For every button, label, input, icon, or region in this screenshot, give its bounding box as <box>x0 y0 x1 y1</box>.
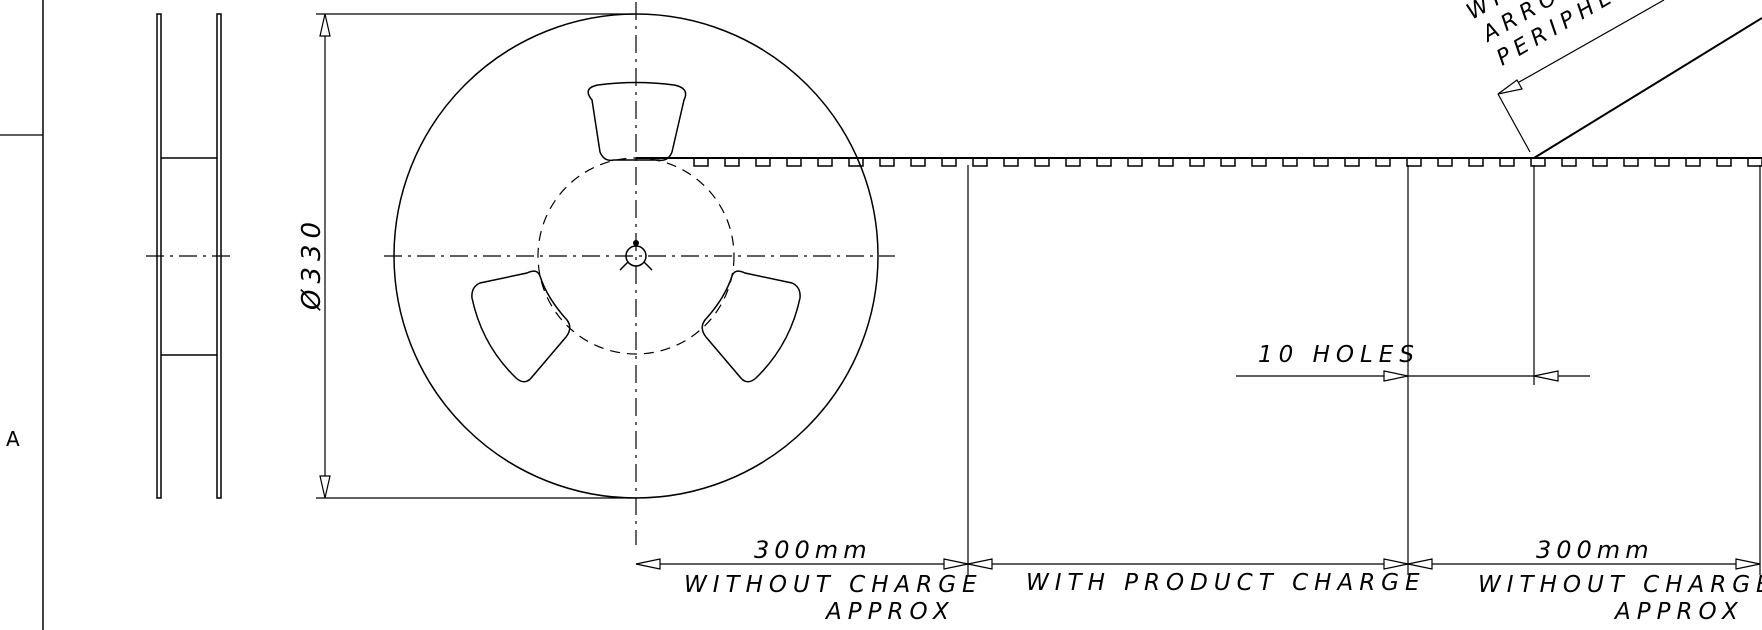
tape-pocket <box>1592 158 1608 167</box>
tape-pocket <box>1003 158 1019 167</box>
diameter-dimension <box>316 13 634 499</box>
tape-pocket <box>693 158 709 167</box>
reel-window-top <box>587 81 687 162</box>
tape-pocket <box>1220 158 1236 167</box>
left-leader-note: WITHOUT CHARGE <box>684 572 983 598</box>
tape-pocket <box>1375 158 1391 167</box>
tape-pocket <box>786 158 802 167</box>
tape-pocket <box>879 158 895 167</box>
right-leader-note: WITHOUT CHARGE <box>1478 572 1762 598</box>
tape-length-dimensions <box>635 558 1761 570</box>
top-right-leader <box>1497 0 1665 153</box>
diameter-label: Ø330 <box>297 216 327 311</box>
tape-pocket <box>1313 158 1329 167</box>
holes-dimension <box>1236 370 1590 382</box>
tape-pocket <box>848 158 864 167</box>
left-leader-length: 300mm <box>754 536 872 564</box>
tape-pocket <box>1034 158 1050 167</box>
tape-pocket <box>1561 158 1577 167</box>
middle-note: WITH PRODUCT CHARGE <box>1026 570 1426 596</box>
right-leader-approx: APPROX <box>1613 599 1744 625</box>
tape-pocket <box>1158 158 1174 167</box>
tape-pocket <box>1437 158 1453 167</box>
left-leader-approx: APPROX <box>824 599 955 625</box>
carrier-tape <box>636 17 1762 167</box>
reel-front-view <box>384 2 895 545</box>
tape-pocket <box>1065 158 1081 167</box>
reel-side-view <box>146 13 232 499</box>
tape-pocket <box>1251 158 1267 167</box>
tape-pocket <box>1189 158 1205 167</box>
tape-pocket <box>910 158 926 167</box>
tape-pocket <box>1623 158 1639 167</box>
holes-note: 10 HOLES <box>1258 342 1420 368</box>
tape-pocket <box>1747 158 1762 167</box>
reel-window-left <box>471 270 571 383</box>
tape-pocket <box>941 158 957 167</box>
tape-pocket <box>1716 158 1732 167</box>
tape-pocket <box>1406 158 1422 167</box>
tape-pocket <box>1654 158 1670 167</box>
tape-pocket <box>1282 158 1298 167</box>
reel-window-right <box>701 270 801 383</box>
tape-pocket <box>1127 158 1143 167</box>
tape-pocket <box>1344 158 1360 167</box>
tape-pocket <box>1530 158 1546 167</box>
tape-pocket <box>1468 158 1484 167</box>
right-leader-length: 300mm <box>1536 536 1654 564</box>
dimension-extension-lines <box>967 165 1761 575</box>
tape-pocket <box>755 158 771 167</box>
tape-pocket <box>1096 158 1112 167</box>
zone-letter: A <box>6 427 20 451</box>
tape-pocket <box>972 158 988 167</box>
tape-pocket <box>1685 158 1701 167</box>
tape-pocket <box>724 158 740 167</box>
drawing-frame <box>0 0 44 630</box>
tape-pocket <box>1499 158 1515 167</box>
tape-pocket <box>817 158 833 167</box>
